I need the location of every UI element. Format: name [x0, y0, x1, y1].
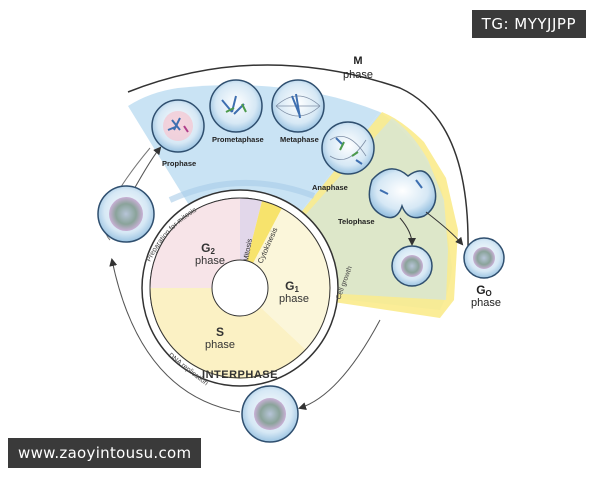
- g0-letter: GO: [476, 283, 492, 298]
- s-sector: [149, 288, 306, 379]
- g0-word: phase: [471, 297, 501, 309]
- g2-word: phase: [195, 255, 225, 267]
- mitosis-label: Mitosis: [241, 238, 254, 263]
- telophase-cell: [368, 168, 437, 219]
- interphase-cell-left: [97, 185, 155, 243]
- inner-hole: [211, 259, 269, 317]
- m-phase-word: phase: [343, 69, 373, 81]
- arrow-to-daughter: [399, 217, 416, 246]
- g1-sector: [240, 208, 331, 350]
- g2-sector: [150, 198, 240, 288]
- m-phase-arc: [127, 64, 469, 251]
- interphase-label: INTERPHASE: [202, 369, 278, 381]
- interphase-cell-bottom: [241, 385, 299, 443]
- g2-letter: G2: [201, 241, 215, 256]
- g0-cell: [463, 237, 505, 279]
- prometaphase-cell: [209, 79, 263, 133]
- g1-word: phase: [279, 293, 309, 305]
- prophase-cell: [151, 99, 205, 153]
- metaphase-cell: [271, 79, 325, 133]
- anaphase-cell: [321, 121, 375, 175]
- prometaphase-label: Prometaphase: [212, 135, 264, 144]
- cycle-arc-bottom-left: [109, 258, 241, 413]
- cycle-arc-right: [298, 319, 381, 410]
- telophase-label: Telophase: [338, 217, 375, 226]
- daughter-cell: [391, 245, 433, 287]
- arrow-to-g0: [425, 211, 464, 246]
- g1-letter: G1: [285, 279, 299, 294]
- watermark-url: www.zaoyintousu.com: [8, 438, 202, 468]
- s-word: phase: [205, 339, 235, 351]
- s-letter: S: [216, 325, 224, 339]
- anaphase-label: Anaphase: [312, 183, 348, 192]
- metaphase-label: Metaphase: [280, 135, 319, 144]
- m-phase-letter: M: [353, 55, 362, 67]
- watermark-telegram: TG: MYYJJPP: [471, 10, 586, 38]
- prophase-label: Prophase: [162, 159, 196, 168]
